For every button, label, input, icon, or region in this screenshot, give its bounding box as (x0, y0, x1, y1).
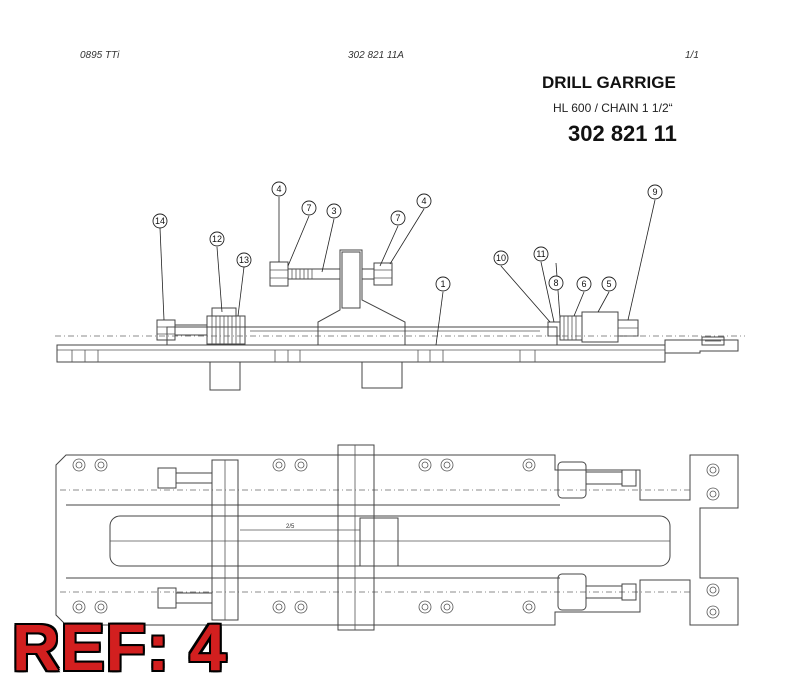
svg-text:4: 4 (421, 196, 426, 206)
drawing-title: DRILL GARRIGE (542, 73, 676, 92)
bottom-left-screw (157, 587, 177, 609)
callout-9: 9 (647, 184, 663, 200)
callout-7-right: 7 (390, 210, 406, 226)
header-drawing-number: 302 821 11A (348, 50, 404, 61)
callout-4-left: 4 (271, 181, 287, 197)
callout-11: 11 (533, 246, 549, 262)
callout-14: 14 (152, 213, 168, 229)
svg-text:5: 5 (606, 279, 611, 289)
callout-3: 3 (326, 203, 342, 219)
svg-text:8: 8 (553, 278, 558, 288)
top-view: 2/5 (55, 444, 739, 631)
header-doc-code: 0895 TTi (80, 50, 120, 61)
svg-text:3: 3 (331, 206, 336, 216)
frame-holes (72, 458, 720, 619)
top-left-screw (157, 467, 177, 489)
frame-outline (55, 454, 739, 626)
callout-5: 5 (601, 276, 617, 292)
threaded-rod (287, 268, 341, 280)
center-block (359, 517, 399, 567)
dimension-label: 2/5 (286, 524, 295, 530)
svg-text:7: 7 (306, 203, 311, 213)
svg-text:7: 7 (395, 213, 400, 223)
svg-text:13: 13 (239, 255, 249, 265)
callout-12: 12 (209, 231, 225, 247)
svg-text:4: 4 (276, 184, 281, 194)
base-rail (56, 344, 666, 363)
callout-1: 1 (435, 276, 451, 292)
svg-text:6: 6 (581, 279, 586, 289)
side-view (55, 249, 745, 391)
header-page-count: 1/1 (685, 50, 699, 61)
callout-7-left: 7 (301, 200, 317, 216)
mounting-plate (664, 339, 739, 354)
svg-text:10: 10 (496, 253, 506, 263)
under-block-left (209, 361, 241, 391)
callout-4-right: 4 (416, 193, 432, 209)
top-bolt-nut-right (373, 262, 393, 286)
central-block (317, 249, 406, 346)
callouts: 14 12 13 4 7 3 7 4 1 10 11 8 6 5 9 (152, 181, 663, 346)
callout-6: 6 (576, 276, 592, 292)
callout-10: 10 (493, 250, 509, 266)
center-clamp (337, 444, 375, 631)
ref-label: REF: 4 (12, 610, 228, 684)
under-block-center (361, 361, 403, 389)
svg-text:14: 14 (155, 216, 165, 226)
callout-13: 13 (236, 252, 252, 268)
callout-8: 8 (548, 275, 564, 291)
part-number: 302 821 11 (568, 121, 677, 146)
svg-text:12: 12 (212, 234, 222, 244)
right-block (581, 311, 619, 343)
drawing-subtitle: HL 600 / CHAIN 1 1/2“ (553, 101, 673, 115)
right-nut (547, 321, 561, 337)
left-bushing (206, 315, 246, 345)
svg-text:11: 11 (536, 249, 545, 259)
left-screw-head (156, 319, 176, 341)
svg-text:1: 1 (440, 279, 445, 289)
top-bolt-head-left (269, 261, 289, 287)
svg-text:9: 9 (652, 187, 657, 197)
top-right-clamp (557, 461, 587, 499)
